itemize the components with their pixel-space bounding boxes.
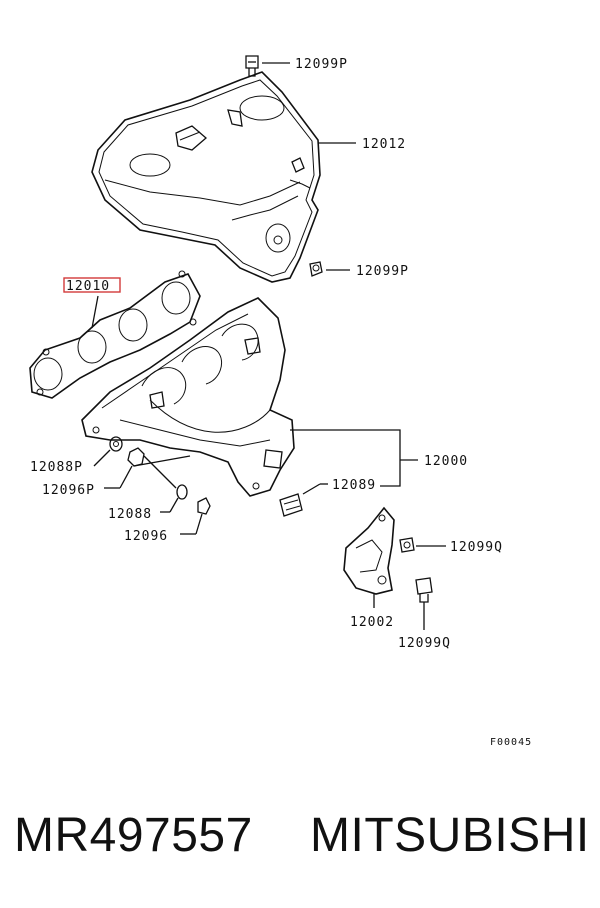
gasket-12010 xyxy=(29,270,201,399)
nut-12096p xyxy=(104,447,145,489)
exhaust-manifold-12000 xyxy=(81,297,295,497)
label-12096p: 12096P xyxy=(42,483,95,498)
label-12096: 12096 xyxy=(124,529,168,544)
label-12012: 12012 xyxy=(362,137,406,152)
highlight-box-12010 xyxy=(63,277,121,293)
bolt-12099q-right xyxy=(399,537,446,553)
label-12099q-right: 12099Q xyxy=(450,540,503,555)
label-12099q-bottom: 12099Q xyxy=(398,636,451,651)
label-12000: 12000 xyxy=(424,454,468,469)
part-number: MR497557 xyxy=(14,809,253,862)
stud-12089 xyxy=(279,483,328,517)
label-12002: 12002 xyxy=(350,615,394,630)
bolt-12099p-top xyxy=(245,55,290,77)
bolt-12099q-bottom xyxy=(415,577,433,630)
diagram-code: F00045 xyxy=(490,737,532,748)
brand-name: MITSUBISHI xyxy=(310,809,590,862)
label-12088p: 12088P xyxy=(30,460,83,475)
nut-12088p xyxy=(93,436,123,467)
label-12099p-mid: 12099P xyxy=(356,264,409,279)
label-12089: 12089 xyxy=(332,478,376,493)
label-12088: 12088 xyxy=(108,507,152,522)
bracket-12002 xyxy=(343,506,395,608)
heat-shield-12012 xyxy=(91,71,321,283)
footer: MR497557 MITSUBISHI xyxy=(0,800,600,880)
label-12099p-top: 12099P xyxy=(295,57,348,72)
label-12010: 12010 xyxy=(66,279,110,294)
bolt-12099p-mid xyxy=(309,261,350,277)
leader-12000 xyxy=(290,429,418,487)
nut-12088 xyxy=(133,455,191,513)
nut-12096 xyxy=(180,497,211,535)
